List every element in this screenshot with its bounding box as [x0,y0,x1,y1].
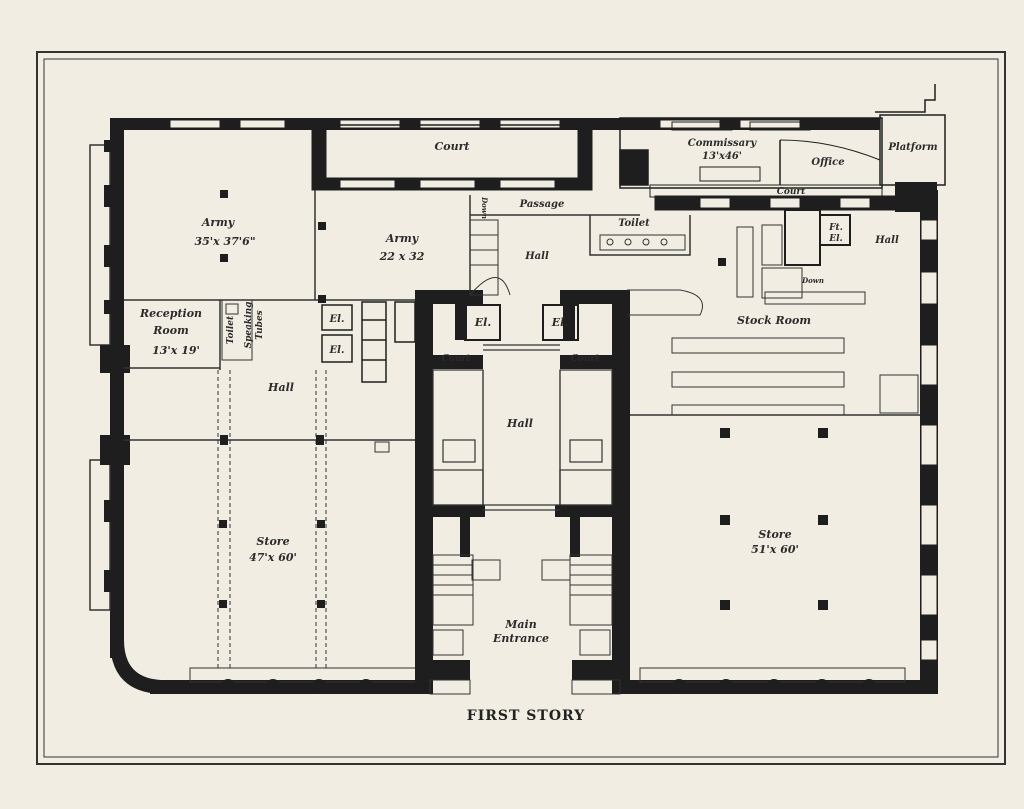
hall-fixture [374,441,390,453]
freight-elevator [784,209,851,266]
passage-stairs [469,219,511,296]
label-main-entrance: Main [504,618,536,631]
columns [219,190,828,610]
inner-frame [43,58,999,758]
label-el-center-1: El. [474,316,492,329]
stock-room-fixtures [627,224,919,416]
storefront-left [189,667,421,693]
label-reception-2: Room [152,324,188,337]
label-toilet-left: Toilet [226,315,236,344]
label-speaking-tubes-2: Tubes [255,310,265,340]
label-army-left-dim: 35'x 37'6" [194,235,255,248]
storefront-right [639,667,906,693]
label-el-left-1: El. [329,314,345,325]
court-top-block [311,124,593,191]
label-stock-room: Stock Room [737,314,811,327]
central-core-walls [415,290,630,694]
rounded-corner-wall [110,640,165,694]
label-ft-el: Ft. [828,223,843,233]
label-court-top: Court [435,140,470,153]
toilet-left-box [221,299,253,361]
court-strip [649,184,926,211]
label-army-mid: Army [385,232,420,245]
entrance-stairs [429,554,621,695]
left-elevators [321,301,416,383]
label-main-entrance-2: Entrance [492,632,549,645]
label-commissary-dim: 13'x46' [702,151,742,162]
label-army-mid-dim: 22 x 32 [379,250,425,263]
platform-block [875,84,946,186]
label-office: Office [811,157,844,168]
commissary-block [619,117,883,189]
label-toilet-upper: Toilet [618,218,650,229]
label-store-left: Store [256,535,289,548]
label-el-left-2: El. [329,345,345,356]
label-hall-center: Hall [506,417,533,430]
center-elevators [464,304,579,341]
label-hall-upper-mid: Hall [524,251,549,262]
label-reception-dim: 13'x 19' [152,344,200,357]
label-store-left-dim: 47'x 60' [249,551,297,564]
label-platform: Platform [887,142,937,153]
label-ft-el-2: El. [828,234,842,244]
label-court-strip: Court [777,187,806,197]
label-commissary: Commissary [688,138,758,149]
label-army-left: Army [201,216,236,229]
label-el-center-2: El. [551,316,569,329]
central-hall-lines [432,344,613,511]
label-store-right-dim: 51'x 60' [751,543,799,556]
room-labels: Court Commissary 13'x46' Office Platform… [139,138,938,645]
label-hall-right: Hall [874,235,899,246]
label-hall-left: Hall [267,381,294,394]
outer-frame [36,51,1006,765]
label-reception: Reception [139,307,202,320]
dashed-partitions [217,370,327,668]
right-wall-piers [920,219,938,661]
label-speaking-tubes: Speaking [244,302,254,349]
toilet-fixtures [599,234,686,251]
plan-caption: FIRST STORY [467,708,585,724]
label-court-center-left: Court [442,354,471,364]
label-store-right: Store [758,528,791,541]
label-passage: Passage [519,199,565,210]
label-down-right: Down [801,276,824,285]
label-court-center-right: Court [571,354,600,364]
label-down-stair: Down [480,196,489,219]
top-wall-windows [169,119,801,129]
